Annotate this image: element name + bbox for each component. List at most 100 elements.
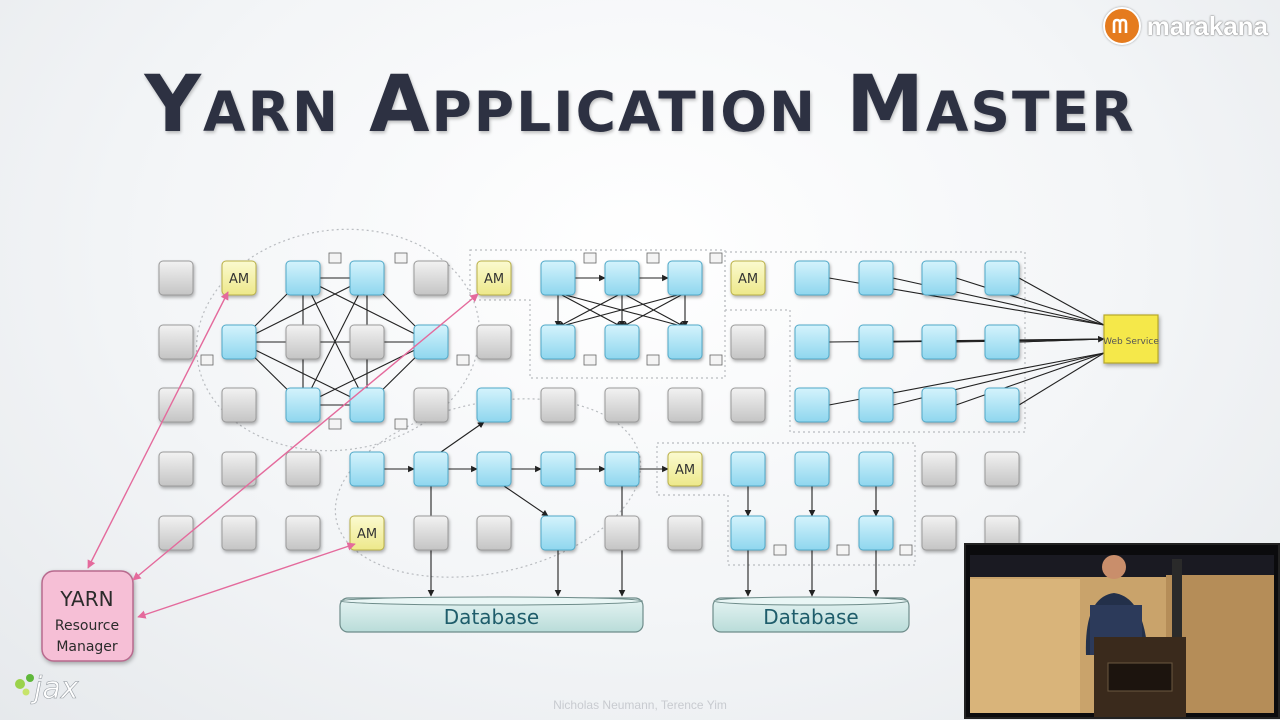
task-container-node xyxy=(540,451,576,487)
speaker-video-frame xyxy=(966,545,1278,717)
idle-container-node xyxy=(158,451,194,487)
idle-container-node xyxy=(413,515,449,551)
pipeline-edge xyxy=(503,485,549,517)
idle-container-node xyxy=(349,324,385,360)
task-container-node xyxy=(285,387,321,423)
idle-container-node xyxy=(921,515,957,551)
rm-link-am-2 xyxy=(132,293,479,581)
task-container-node xyxy=(984,387,1020,423)
idle-container-node xyxy=(413,260,449,296)
task-container-node xyxy=(667,260,703,296)
task-container-node xyxy=(349,260,385,296)
task-container-node xyxy=(730,451,766,487)
am-label: AM xyxy=(357,527,377,542)
task-container-node xyxy=(794,260,830,296)
output-stub xyxy=(646,354,660,366)
application-master-node: AM xyxy=(349,515,385,551)
task-container-node xyxy=(540,515,576,551)
diagram-nodes: AM AM AM AM AM xyxy=(158,260,1020,551)
task-container-node xyxy=(984,260,1020,296)
task-container-node xyxy=(349,451,385,487)
speaker-video-inset xyxy=(964,543,1280,719)
rm-link-am-1 xyxy=(87,291,229,569)
web-service-node: Web Service xyxy=(1103,314,1159,364)
idle-container-node xyxy=(604,515,640,551)
idle-container-node xyxy=(730,387,766,423)
output-stub xyxy=(646,252,660,264)
lectern xyxy=(1094,637,1186,717)
task-container-node xyxy=(604,451,640,487)
web-service-label: Web Service xyxy=(1103,337,1159,347)
idle-container-node xyxy=(667,515,703,551)
idle-container-node xyxy=(285,451,321,487)
output-stub xyxy=(583,252,597,264)
task-container-node xyxy=(921,387,957,423)
group-region-pipeline xyxy=(334,398,642,578)
am-label: AM xyxy=(675,463,695,478)
marakana-logo: marakana xyxy=(1102,7,1268,45)
footer-credit: Nicholas Neumann, Terence Yim xyxy=(553,698,727,712)
output-stub xyxy=(328,418,342,430)
jax-logo-text: jax xyxy=(30,671,79,706)
idle-container-node xyxy=(730,324,766,360)
output-stub xyxy=(836,544,850,556)
am-label: AM xyxy=(229,272,249,287)
application-master-node: AM xyxy=(730,260,766,296)
task-container-node xyxy=(540,324,576,360)
task-container-node xyxy=(794,515,830,551)
matrix-edge xyxy=(557,292,686,329)
group-region-bottom-right xyxy=(656,442,916,566)
idle-container-node xyxy=(476,515,512,551)
application-master-node: AM xyxy=(667,451,703,487)
task-container-node xyxy=(921,260,957,296)
idle-container-node xyxy=(921,451,957,487)
task-container-node xyxy=(476,451,512,487)
resource-manager-line3: Manager xyxy=(56,639,118,655)
task-container-node xyxy=(540,260,576,296)
web-service-edge xyxy=(955,277,1105,326)
task-container-node xyxy=(604,260,640,296)
output-stub xyxy=(328,252,342,264)
task-container-node xyxy=(730,515,766,551)
task-container-node xyxy=(858,515,894,551)
am-label: AM xyxy=(484,272,504,287)
task-container-node xyxy=(349,387,385,423)
idle-container-node xyxy=(285,324,321,360)
task-container-node xyxy=(984,324,1020,360)
task-container-node xyxy=(794,324,830,360)
task-container-node xyxy=(858,387,894,423)
idle-container-node xyxy=(221,387,257,423)
idle-container-node xyxy=(984,451,1020,487)
task-container-node xyxy=(413,451,449,487)
output-stub xyxy=(394,252,408,264)
task-container-node xyxy=(285,260,321,296)
web-service-edge xyxy=(1018,335,1105,343)
web-service-edge xyxy=(955,352,1105,406)
database-right: Database xyxy=(712,596,910,633)
database-left-label: Database xyxy=(444,605,539,629)
marakana-logo-icon xyxy=(1102,7,1141,45)
task-container-node xyxy=(858,260,894,296)
database-right-label: Database xyxy=(763,605,858,629)
idle-container-node xyxy=(667,387,703,423)
task-container-node xyxy=(604,324,640,360)
idle-container-node xyxy=(540,387,576,423)
task-container-node xyxy=(921,324,957,360)
slide-title: Yarn Application Master xyxy=(144,60,1136,150)
task-container-node xyxy=(794,387,830,423)
output-stub xyxy=(394,418,408,430)
resource-manager-links xyxy=(87,291,479,619)
matrix-edge xyxy=(621,292,686,328)
task-container-node xyxy=(221,324,257,360)
idle-container-node xyxy=(476,324,512,360)
idle-container-node xyxy=(221,451,257,487)
output-stub xyxy=(583,354,597,366)
output-stub xyxy=(709,354,723,366)
yarn-resource-manager: YARN Resource Manager xyxy=(41,570,134,662)
output-stub xyxy=(456,354,470,366)
web-service-edge xyxy=(1018,352,1105,406)
matrix-edge xyxy=(557,292,623,328)
group-region-web xyxy=(724,251,1026,433)
am-label: AM xyxy=(738,272,758,287)
output-stub xyxy=(899,544,913,556)
